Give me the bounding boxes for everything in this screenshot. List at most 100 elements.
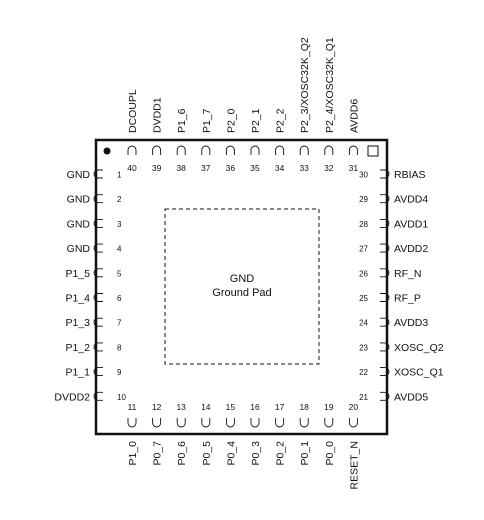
pin-name-left: P1_5 [65,268,90,280]
pin-pad-bottom [201,418,211,428]
pin-name-bottom: P0_6 [176,441,188,466]
pin-number-bottom: 12 [152,402,162,412]
pin-pad-top [348,145,358,155]
pin-number-top: 34 [275,163,285,173]
pin-name-top: P2_0 [225,108,237,133]
pin-name-bottom: P0_2 [275,441,287,466]
pin-pad-top [324,145,334,155]
ground-pad-outline [164,208,320,365]
pin-pad-left [93,194,103,204]
pin-pad-top [176,145,186,155]
pin-name-top: P1_7 [201,108,213,133]
pin-pad-left [93,218,103,228]
pin-pad-top [299,145,309,155]
pin-pad-left [93,391,103,401]
pin-name-right: AVDD1 [394,218,428,230]
pin-number-right: 24 [359,319,368,328]
pin-number-bottom: 15 [226,402,236,412]
pin-name-left: GND [67,243,91,255]
pin-name-right: XOSC_Q2 [394,342,444,354]
pin-number-bottom: 11 [128,402,137,412]
pin-pad-top [225,145,235,155]
pin-pad-top [152,145,162,155]
orientation-square [367,145,379,157]
pin-number-right: 28 [359,220,368,229]
pin-pad-bottom [250,418,260,428]
pin-name-bottom: P1_0 [127,441,139,466]
pin-number-right: 21 [359,393,368,402]
pin-name-bottom: P0_7 [152,441,164,466]
pin-pad-top [250,145,260,155]
pin-name-right: AVDD4 [394,194,428,206]
pin-name-bottom: P0_0 [324,441,336,466]
pin-number-bottom: 18 [299,402,309,412]
pin-pad-bottom [348,418,358,428]
pin-number-left: 1 [117,171,122,180]
pin-pad-right [380,391,390,401]
pin-pad-right [380,293,390,302]
pin-number-right: 26 [359,269,368,278]
ground-pad-label: GND [230,273,255,285]
pin-number-top: 35 [250,163,260,173]
pin-name-top: P1_6 [176,108,188,133]
pin-name-right: RF_P [394,293,421,305]
pin-number-right: 27 [359,245,368,254]
pin-pad-bottom [324,418,334,428]
pin-name-right: RBIAS [394,169,426,181]
pin-pad-bottom [299,418,309,428]
pin-number-bottom: 16 [250,402,260,412]
pin-name-top: P2_4/XOSC32K_Q1 [324,37,336,133]
pin-name-top: DCOUPL [127,89,139,133]
pin-number-left: 4 [117,245,122,254]
pin-pad-bottom [225,418,235,428]
pin-number-top: 38 [176,163,186,173]
pin-name-right: XOSC_Q1 [394,367,444,379]
pin-pad-right [380,268,390,278]
pin-number-bottom: 17 [275,402,285,412]
pin-number-left: 7 [117,319,122,328]
pin-pad-right [380,194,390,204]
pin-number-right: 22 [359,368,368,377]
pin-pad-bottom [176,418,186,428]
pin-name-top: P2_3/XOSC32K_Q2 [299,37,311,133]
pin-name-left: P1_3 [65,317,90,329]
pin-name-bottom: P0_3 [250,441,262,466]
pin-pad-right [380,243,390,253]
pin-pad-bottom [275,418,285,428]
pin-number-bottom: 14 [201,402,211,412]
pin-name-right: AVDD3 [394,317,428,329]
pin-pad-bottom [127,418,137,428]
pin-pad-top [201,145,211,155]
ground-pad-sublabel: Ground Pad [212,287,271,299]
pin-number-top: 39 [152,163,162,173]
pin-pad-top [275,145,285,155]
pin-number-bottom: 13 [176,402,186,412]
pin-number-left: 3 [117,220,122,229]
pin-number-left: 10 [117,393,126,402]
pin-number-right: 25 [359,294,368,303]
pin-pad-left [93,169,103,179]
pin-number-right: 30 [359,171,368,180]
pin-name-left: P1_4 [65,293,90,305]
pin1-marker-dot [103,147,111,155]
pin-name-bottom: P0_1 [299,441,311,466]
pin-number-right: 29 [359,195,368,204]
pin-name-left: GND [67,218,91,230]
pin-number-top: 37 [201,163,211,173]
pin-name-top: P2_1 [250,108,262,133]
pin-name-left: GND [67,194,91,206]
pin-name-top: P2_2 [275,108,287,133]
pin-name-bottom: P0_5 [201,441,213,466]
pin-number-top: 32 [324,163,334,173]
pin-pad-left [93,317,103,327]
pin-pad-right [380,317,390,327]
pin-pad-right [380,342,390,352]
pin-name-right: RF_N [394,268,421,280]
pin-name-top: AVDD6 [348,99,360,133]
pin-name-left: GND [67,169,91,181]
pins-layer: 1GND2GND3GND4GND5P1_56P1_47P1_38P1_29P1_… [54,37,443,489]
pin-number-top: 36 [226,163,236,173]
pin-pad-left [93,268,103,278]
pin-pad-right [380,367,390,377]
pin-name-bottom: P0_4 [225,441,237,466]
